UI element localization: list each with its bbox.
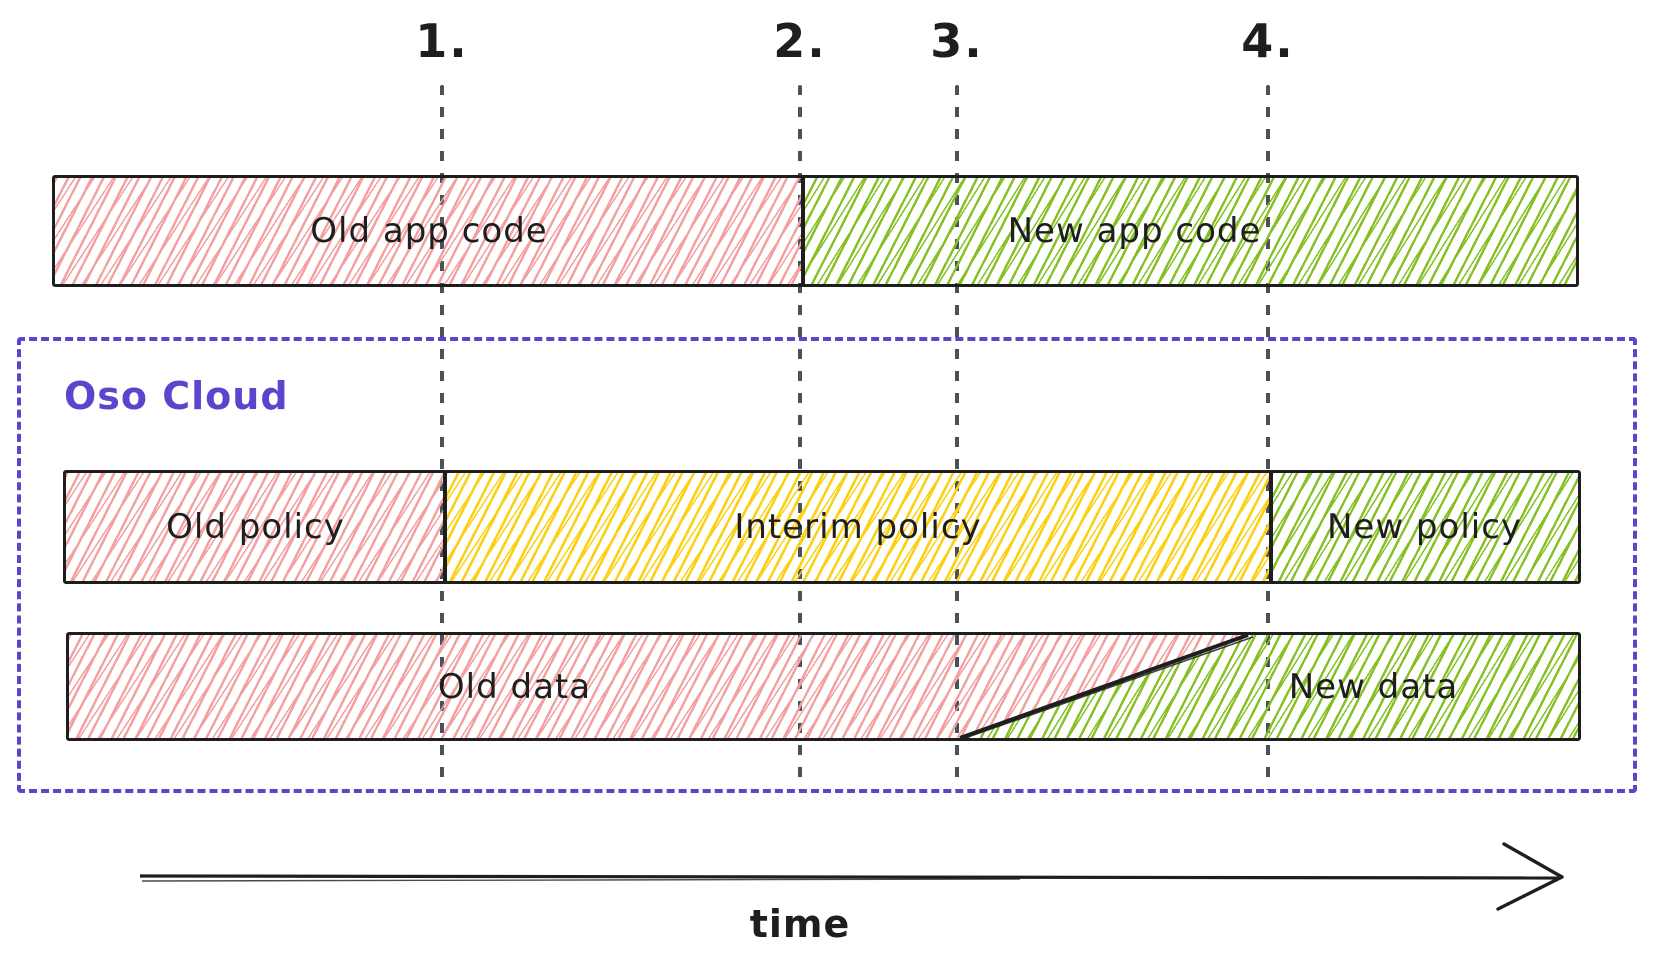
new-policy-label: New policy: [1326, 507, 1523, 547]
old-data-segment: Old data: [69, 635, 960, 738]
old-app-code-segment: Old app code: [55, 178, 803, 284]
new-policy-segment: New policy: [1271, 473, 1578, 581]
interim-policy-label: Interim policy: [734, 507, 982, 547]
new-app-code-segment: New app code: [803, 178, 1576, 284]
data-bar: Old data New data: [66, 632, 1581, 741]
milestone-label-2: 2.: [773, 14, 827, 68]
data-transition-diagonal-line: [959, 635, 1254, 738]
app-code-bar: Old app code New app code: [52, 175, 1579, 287]
old-app-code-label: Old app code: [310, 211, 548, 251]
milestone-dotted-line-3: [955, 85, 959, 790]
old-policy-segment: Old policy: [66, 473, 445, 581]
milestone-label-4: 4.: [1241, 14, 1295, 68]
new-data-label: New data: [1288, 666, 1459, 707]
milestone-dotted-line-1: [440, 85, 444, 790]
policy-bar: Old policy Interim policy New policy: [63, 470, 1581, 584]
milestone-dotted-line-2: [798, 85, 802, 790]
milestone-label-3: 3.: [930, 14, 984, 68]
policy-divider-interim-new: [1269, 473, 1273, 581]
oso-cloud-container-box: [17, 337, 1637, 793]
app-code-transition-divider: [801, 178, 805, 284]
interim-policy-segment: Interim policy: [445, 473, 1271, 581]
new-app-code-label: New app code: [1007, 211, 1262, 251]
milestone-label-1: 1.: [415, 14, 469, 68]
old-data-label: Old data: [437, 666, 592, 707]
old-policy-label: Old policy: [166, 507, 345, 547]
oso-cloud-label: Oso Cloud: [64, 374, 289, 418]
policy-divider-old-interim: [443, 473, 447, 581]
milestone-dotted-line-4: [1266, 85, 1270, 790]
time-axis-label: time: [749, 902, 851, 946]
new-data-segment: New data: [1169, 635, 1578, 738]
